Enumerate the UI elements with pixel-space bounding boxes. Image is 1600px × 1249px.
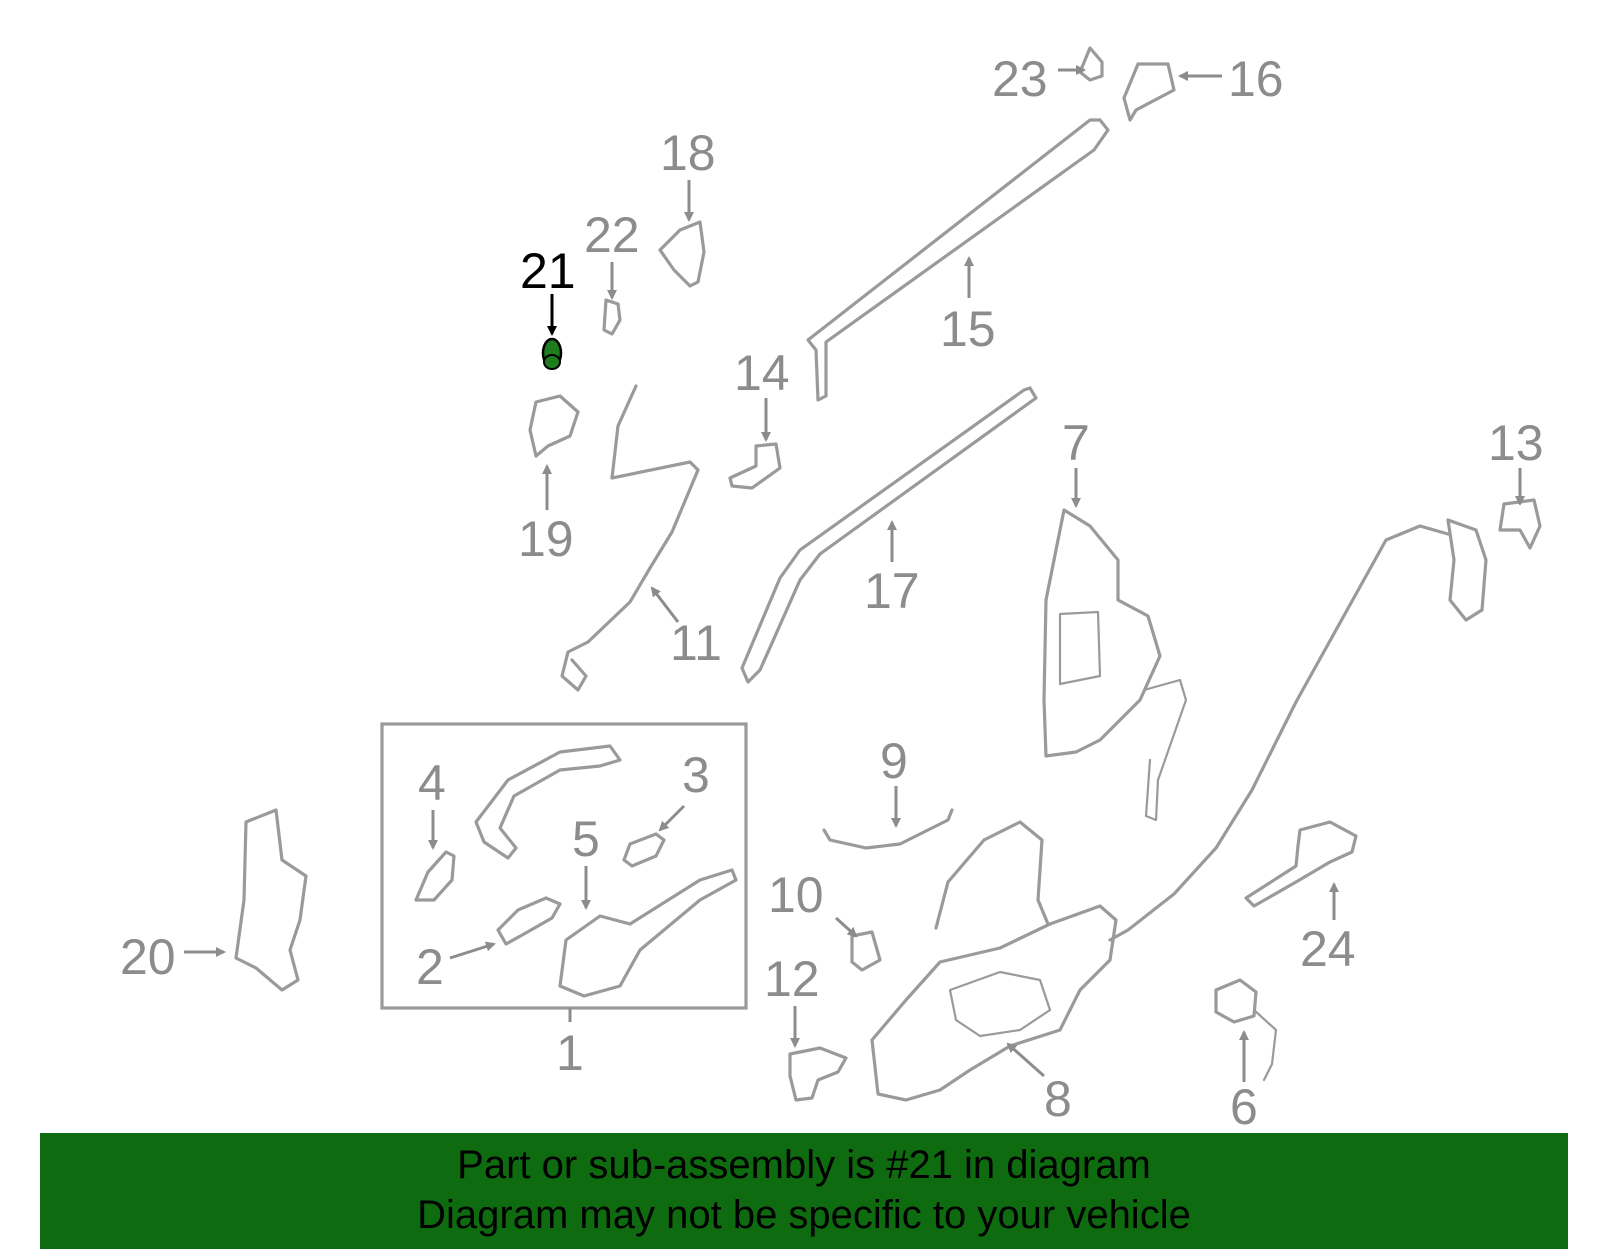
part-3-cover (622, 832, 666, 868)
part-13-clip (1498, 498, 1542, 550)
part-7-panel (1042, 508, 1162, 758)
part-16-bracket (1122, 62, 1176, 122)
callout-11: 11 (670, 615, 722, 671)
callout-20: 20 (120, 929, 176, 985)
part-23-clip (1078, 46, 1104, 82)
part-19-bracket (528, 394, 580, 458)
callout-9: 9 (880, 733, 908, 789)
part-20-bracket (234, 808, 308, 992)
part-2-gasket (496, 896, 562, 946)
part-8-latch-cable (934, 820, 1050, 930)
part-7-panel-opening (1058, 610, 1102, 686)
callout-13: 13 (1488, 415, 1544, 471)
info-banner: Part or sub-assembly is #21 in diagram D… (40, 1133, 1568, 1249)
latch-cable (1108, 524, 1450, 942)
callout-2: 2 (416, 939, 444, 995)
arrow-3 (658, 804, 686, 832)
callout-16: 16 (1228, 51, 1284, 107)
part-8-latch-detail (948, 970, 1052, 1038)
callout-5: 5 (572, 811, 600, 867)
arrow-11 (650, 586, 680, 623)
part-7-rod (1142, 678, 1188, 822)
arrow-8 (1006, 1042, 1045, 1078)
banner-line-2: Diagram may not be specific to your vehi… (417, 1193, 1191, 1237)
part-14-clip (728, 442, 782, 490)
callout-21: 21 (520, 243, 576, 299)
part-24-hinge (1244, 820, 1358, 908)
callout-14: 14 (734, 345, 790, 401)
callout-10: 10 (768, 867, 824, 923)
part-21-clip-highlighted (541, 337, 563, 370)
callout-24: 24 (1300, 921, 1356, 977)
part-6-lock-cylinder (1214, 978, 1258, 1024)
arrow-2 (449, 941, 496, 960)
part-15-channel (806, 118, 1110, 402)
callout-7: 7 (1062, 415, 1090, 471)
callout-1: 1 (556, 1025, 584, 1081)
part-13-latch (1446, 518, 1488, 622)
callout-8: 8 (1044, 1071, 1072, 1127)
part-1-subassembly-box (380, 722, 748, 1010)
callout-3: 3 (682, 747, 710, 803)
part-9-rod (822, 808, 954, 850)
part-10-bumper (850, 930, 882, 972)
callout-19: 19 (518, 511, 574, 567)
part-8-latch (870, 904, 1118, 1102)
part-17-channel (740, 386, 1038, 684)
part-4-cover (414, 850, 456, 902)
callout-17: 17 (864, 563, 920, 619)
arrow-10 (834, 916, 858, 938)
callout-23: 23 (992, 51, 1048, 107)
callout-18: 18 (660, 125, 716, 181)
part-11-cable (560, 384, 700, 692)
part-1-handle (474, 744, 622, 860)
callout-15: 15 (940, 301, 996, 357)
callout-22: 22 (584, 207, 640, 263)
part-5-frame (558, 868, 738, 998)
part-22-clip (602, 298, 622, 336)
callout-12: 12 (764, 951, 820, 1007)
part-18-bracket (658, 220, 706, 288)
banner-line-1: Part or sub-assembly is #21 in diagram (457, 1143, 1151, 1187)
part-12-striker (788, 1046, 848, 1102)
part-6-key (1252, 1008, 1278, 1082)
callout-4: 4 (418, 755, 446, 811)
callout-6: 6 (1230, 1079, 1258, 1135)
